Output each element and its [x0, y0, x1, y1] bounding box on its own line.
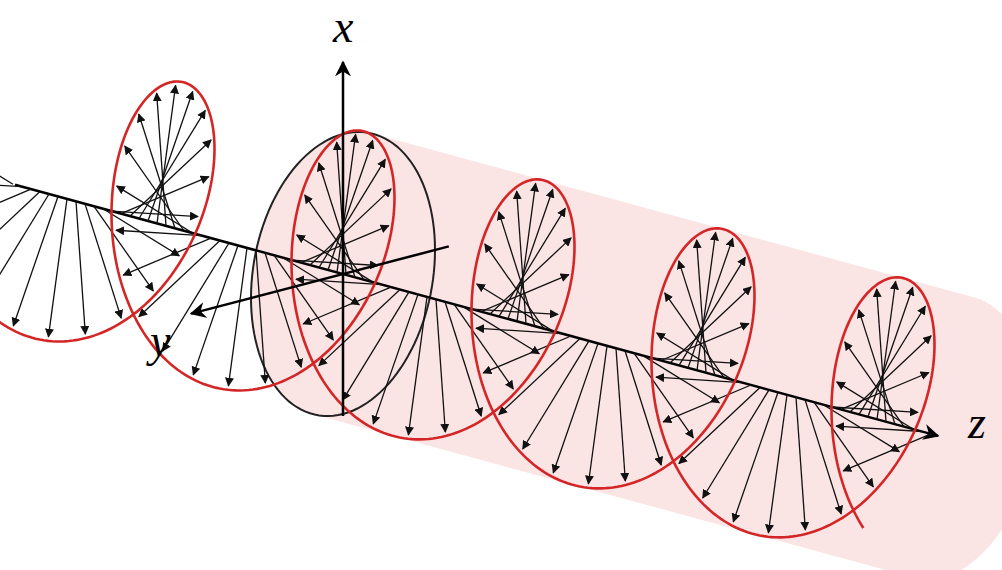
field-vector — [343, 292, 409, 400]
field-vector — [76, 201, 85, 334]
field-vector — [0, 189, 31, 226]
field-vector — [476, 328, 562, 333]
field-vector — [663, 385, 751, 422]
field-vector — [148, 91, 193, 220]
field-vector — [328, 140, 373, 269]
field-vector — [688, 238, 733, 367]
field-vector — [523, 341, 589, 449]
field-vector — [13, 196, 58, 325]
field-vector — [837, 382, 913, 429]
field-vector — [843, 434, 931, 471]
field-vector — [310, 189, 391, 265]
field-vector — [436, 299, 445, 432]
field-vector — [485, 244, 544, 329]
field-vector — [850, 336, 931, 412]
field-vector — [553, 343, 598, 472]
field-vector — [836, 426, 922, 431]
field-vector — [319, 159, 385, 267]
field-vector — [373, 294, 418, 423]
field-vector — [859, 306, 925, 414]
field-vector — [157, 93, 166, 226]
field-vector — [616, 348, 625, 481]
field-vector — [125, 146, 184, 231]
field-vector — [588, 346, 607, 484]
field-vector — [697, 240, 706, 373]
helix-curve — [0, 81, 934, 537]
field-vector — [670, 287, 751, 363]
x-axis — [342, 62, 345, 416]
field-vector — [408, 297, 427, 435]
field-vector — [814, 402, 873, 487]
z-axis-label: z — [968, 400, 986, 446]
field-vector — [733, 392, 778, 521]
field-vector — [796, 397, 805, 530]
field-vector — [337, 142, 346, 275]
field-vector — [228, 248, 247, 386]
z-axis — [15, 185, 938, 436]
field-vector — [477, 284, 553, 331]
field-vector — [117, 186, 193, 233]
field-vector — [499, 208, 565, 316]
field-vector — [657, 333, 733, 380]
field-vector — [274, 255, 333, 340]
field-vector — [0, 137, 13, 184]
field-vector — [0, 192, 40, 268]
field-vector — [256, 250, 265, 383]
field-vector — [665, 293, 724, 378]
y-axis — [191, 246, 449, 313]
field-vector — [48, 199, 67, 337]
y-axis-label: y — [150, 318, 170, 364]
field-vector — [679, 257, 745, 365]
field-vector — [0, 181, 22, 186]
field-vector — [0, 194, 49, 302]
field-vector — [845, 342, 904, 427]
field-vector — [768, 395, 787, 533]
field-vector — [130, 140, 211, 216]
field-vector — [123, 238, 211, 275]
field-vector — [305, 195, 364, 280]
field-vector — [868, 287, 913, 416]
field-vector — [508, 189, 553, 318]
x-axis-label: x — [333, 4, 353, 50]
field-vector — [517, 191, 526, 324]
field-vector — [490, 238, 571, 314]
field-vector — [634, 353, 693, 438]
field-vector — [303, 287, 391, 324]
field-vector — [163, 243, 229, 351]
field-vector — [877, 289, 886, 422]
field-vector — [454, 304, 513, 389]
field-vector — [656, 377, 742, 382]
field-vector — [483, 336, 571, 373]
field-vector — [703, 390, 769, 498]
field-vector — [94, 206, 153, 291]
field-vector — [139, 110, 205, 218]
field-vector — [116, 230, 202, 235]
